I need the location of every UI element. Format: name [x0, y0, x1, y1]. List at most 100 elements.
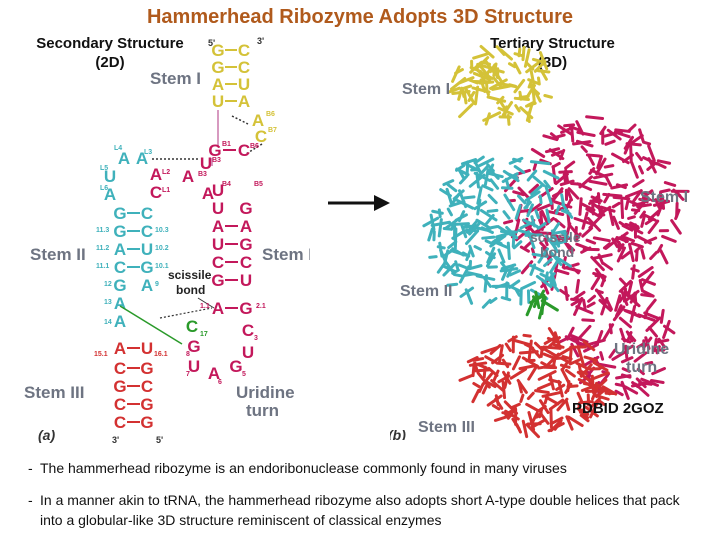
- nt-loop-l5: U: [104, 167, 116, 186]
- svg-text:L4: L4: [114, 145, 122, 152]
- nt-b5: U: [212, 181, 224, 200]
- nt-c4: A: [202, 184, 214, 203]
- svg-text:13: 13: [104, 299, 112, 306]
- svg-text:10.2: 10.2: [155, 245, 169, 252]
- svg-text:16.1: 16.1: [154, 351, 168, 358]
- stem-ii-label-3d: Stem II: [400, 283, 452, 300]
- nt-a6: A: [208, 364, 220, 383]
- end-5prime-bottom: 5': [156, 435, 163, 445]
- nt-r4: U: [212, 235, 224, 254]
- nt-c1: C: [150, 183, 162, 202]
- nt-u16: U: [141, 339, 153, 358]
- svg-text:turn: turn: [626, 359, 657, 376]
- svg-text:7: 7: [186, 371, 190, 378]
- svg-text:B3: B3: [198, 171, 207, 178]
- svg-text:1.1: 1.1: [200, 303, 210, 310]
- stem-iii-pairs: A U C G C C G C G G: [113, 339, 153, 432]
- svg-text:L2: L2: [162, 169, 170, 176]
- stem-iii-label: Stem III: [24, 383, 84, 402]
- scissile-bond-label: scissile bond: [168, 268, 212, 297]
- svg-text:scissile: scissile: [530, 229, 581, 245]
- svg-text:bond: bond: [540, 244, 574, 260]
- svg-text:10.1: 10.1: [155, 263, 169, 270]
- stem-iii-bonds: [127, 347, 140, 423]
- nt-s1-r1: C: [238, 41, 250, 60]
- nt-r5: C: [212, 253, 224, 272]
- nt-u7: U: [188, 357, 200, 376]
- svg-text:11.1: 11.1: [96, 263, 109, 270]
- slide-title: Hammerhead Ribozyme Adopts 3D Structure: [146, 6, 573, 28]
- nt-s3-l4: C: [114, 413, 126, 432]
- stem-i-top-bonds: [225, 49, 237, 102]
- tertiary-green-line: [119, 305, 183, 345]
- scissile-bond-label-3d: scissile bond: [530, 229, 581, 260]
- uridine-turn-label-3d: Uridine turn: [614, 341, 669, 376]
- nt-b6: A: [252, 111, 264, 130]
- nt-s2-r5: A: [141, 276, 153, 295]
- svg-text:5: 5: [242, 371, 246, 378]
- stem-i-label-top-3d: Stem I: [402, 81, 450, 98]
- svg-text:L6: L6: [100, 185, 108, 192]
- nt-s2-l2: G: [113, 222, 126, 241]
- nt-s2-l7: A: [114, 312, 126, 331]
- transition-arrow-icon: [328, 195, 390, 211]
- svg-text:Uridine: Uridine: [614, 341, 669, 358]
- svg-text:3: 3: [254, 335, 258, 342]
- svg-text:L3: L3: [144, 149, 152, 156]
- tertiary-structure-model: Stem I Stem I scissile bond Stem II Urid…: [390, 44, 690, 440]
- svg-text:11.3: 11.3: [96, 227, 109, 234]
- nt-r9: G: [239, 235, 252, 254]
- svg-text:B5: B5: [254, 181, 263, 188]
- nt-s3-r1: G: [140, 359, 153, 378]
- svg-text:14: 14: [104, 319, 112, 326]
- nt-r2: U: [212, 199, 224, 218]
- end-3prime-bottom: 3': [112, 435, 119, 445]
- svg-text:scissile: scissile: [168, 268, 212, 282]
- nt-g1: G: [208, 141, 221, 160]
- ribbon-model: [422, 44, 690, 439]
- svg-text:11.2: 11.2: [96, 245, 109, 252]
- uridine-turn-label-2d: Uridine turn: [236, 383, 295, 420]
- stem-ii-label: Stem II: [30, 245, 86, 264]
- core-nucleotides: G C U A A C A: [150, 141, 250, 203]
- nt-loop-l3: A: [136, 149, 148, 168]
- stem-iii-label-3d: Stem III: [418, 419, 475, 436]
- nt-loop-l4: A: [118, 149, 130, 168]
- nt-s1-l3: A: [212, 75, 224, 94]
- nt-s1-l1: G: [211, 41, 224, 60]
- stem-i-top-strands: [447, 44, 553, 126]
- svg-text:bond: bond: [176, 283, 205, 297]
- nt-loop-l6: A: [104, 185, 116, 204]
- svg-text:2.1: 2.1: [256, 303, 266, 310]
- nt-s3-r3: G: [140, 395, 153, 414]
- nt-s3-r2: C: [141, 377, 153, 396]
- stem-i-lower: U U A U C G G A G C U: [211, 181, 252, 290]
- nt-a3: A: [182, 167, 194, 186]
- nt-s2-r1: C: [141, 204, 153, 223]
- end-5prime-top: 5': [208, 38, 215, 48]
- nt-s1-l4: U: [212, 92, 224, 111]
- nt-u3: U: [200, 154, 212, 173]
- nt-g-2-1: G: [239, 299, 252, 318]
- nt-s1-r4: A: [238, 92, 250, 111]
- svg-text:10.3: 10.3: [155, 227, 169, 234]
- nt-s3-l1: C: [114, 359, 126, 378]
- secondary-structure-diagram: G G A U C C U A A C 5' 3' Stem I G C U A…: [24, 36, 310, 445]
- svg-text:17: 17: [200, 331, 208, 338]
- svg-text:B4: B4: [222, 181, 231, 188]
- nt-s2-r4: G: [140, 258, 153, 277]
- nt-r8: A: [240, 217, 252, 236]
- nt-s2-r2: C: [141, 222, 153, 241]
- svg-text:8: 8: [186, 351, 190, 358]
- end-3prime-top: 3': [257, 36, 264, 46]
- stem-i-label-right-3d: Stem I: [640, 189, 688, 206]
- header-3d-line1: Tertiary Structure: [490, 35, 615, 52]
- stem-i-label-mid: Stem I: [262, 245, 310, 264]
- svg-text:B3: B3: [212, 157, 221, 164]
- nt-s3-l2: G: [113, 377, 126, 396]
- nt-c3: C: [242, 321, 254, 340]
- nt-g5: G: [229, 357, 242, 376]
- nt-c17: C: [186, 317, 198, 336]
- svg-text:9: 9: [155, 281, 159, 288]
- nt-s1-r2: C: [238, 58, 250, 77]
